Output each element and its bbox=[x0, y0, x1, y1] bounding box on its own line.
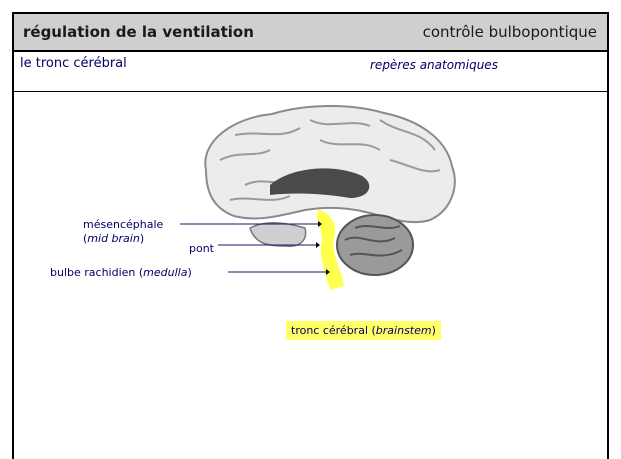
label-mesencephale: mésencéphale bbox=[83, 218, 163, 231]
label-pont: pont bbox=[189, 242, 214, 255]
label-mesencephale-english: (mid brain) bbox=[83, 232, 144, 245]
brainstem-caption: tronc cérébral (brainstem) bbox=[286, 321, 441, 340]
brain-image bbox=[205, 106, 454, 290]
label-bulbe-rachidien: bulbe rachidien (medulla) bbox=[50, 266, 192, 279]
